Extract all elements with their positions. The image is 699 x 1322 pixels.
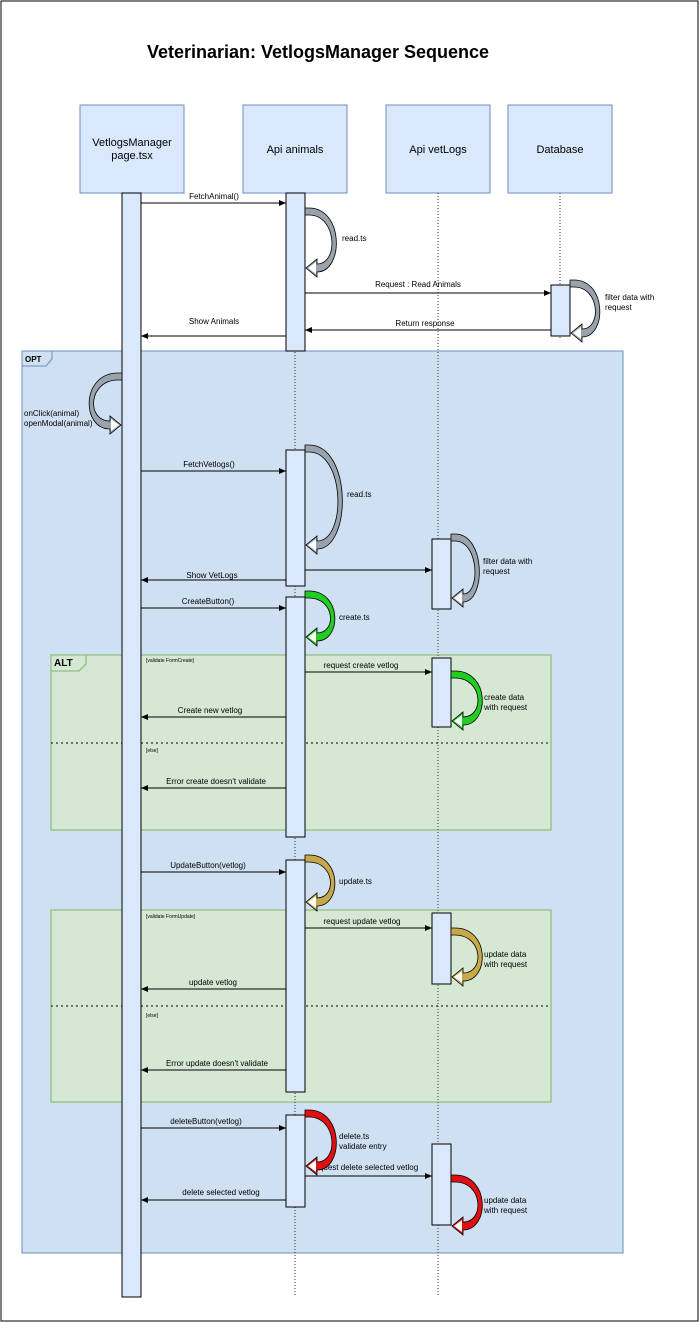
activation-api-animals-4 <box>285 859 306 1093</box>
loop-update-ts-icon <box>304 854 336 912</box>
loop-create-ts-icon <box>304 590 336 647</box>
alt-create-guard2: [else] <box>146 748 159 754</box>
alt-create-label: ALT <box>54 658 73 669</box>
activation-api-animals-2 <box>285 449 306 587</box>
self-call-delete-ts-line1: delete.ts <box>339 1132 369 1141</box>
activation-database <box>550 284 571 337</box>
self-call-create-ts: create.ts <box>339 613 370 622</box>
msg-request-create-vetlog: request create vetlog <box>305 661 432 675</box>
opt-frame-label: OPT <box>25 355 42 364</box>
self-call-update-data-2-line2: with request <box>483 1206 528 1215</box>
msg-request-update-vetlog: request update vetlog <box>305 917 432 931</box>
participant-box <box>79 104 185 194</box>
msg-label: FetchVetlogs() <box>183 460 235 469</box>
participant-label: Database <box>536 144 583 156</box>
self-call-update-data-1-line2: with request <box>483 960 528 969</box>
msg-error-update: Error update doesn't validate <box>141 1059 286 1073</box>
activation-api-animals-1 <box>285 192 306 352</box>
msg-show-animals: Show Animals <box>141 317 286 339</box>
participant-label-line1: VetlogsManager <box>92 137 172 149</box>
msg-delete-button: deleteButton(vetlog) <box>141 1117 286 1131</box>
activation-vetlogsmanager <box>121 192 142 1298</box>
msg-label: UpdateButton(vetlog) <box>170 861 246 870</box>
participant-api-animals: Api animals <box>242 104 348 194</box>
self-call-read-ts-1: read.ts <box>342 234 366 243</box>
activation-api-vetlogs-3 <box>431 912 452 985</box>
activation-api-vetlogs-4 <box>431 1143 452 1226</box>
self-call-filter-vetlogs-line2: request <box>483 567 510 576</box>
loop-update-data-1-icon <box>450 927 483 987</box>
msg-label: Show Animals <box>189 317 239 326</box>
loop-update-data-2-icon <box>450 1174 483 1236</box>
msg-label: Error create doesn't validate <box>166 777 266 786</box>
self-call-filter-db-line1: filter data with <box>605 293 654 302</box>
loop-read-ts-2-icon <box>304 444 343 555</box>
opt-frame-tag <box>21 350 53 367</box>
self-call-read-ts-2: read.ts <box>347 490 371 499</box>
activation-api-vetlogs-1 <box>431 538 452 610</box>
self-call-update-data-1-line1: update data <box>484 950 527 959</box>
msg-label: Show VetLogs <box>186 571 237 580</box>
loop-delete-ts-icon <box>304 1109 337 1176</box>
loop-create-data-icon <box>450 670 483 731</box>
self-call-delete-ts-line2: validate entry <box>339 1142 387 1151</box>
activation-api-animals-3 <box>285 596 306 838</box>
msg-request-read-animals: Request : Read Animals <box>305 280 551 296</box>
activation-api-vetlogs-2 <box>431 657 452 728</box>
diagram-title: Veterinarian: VetlogsManager Sequence <box>147 42 489 62</box>
participant-label-line2: page.tsx <box>111 150 153 162</box>
msg-label: Error update doesn't validate <box>166 1059 269 1068</box>
msg-update-vetlog: update vetlog <box>141 978 286 992</box>
alt-create-guard1: [validate FormCreate] <box>146 658 195 664</box>
participant-label: Api vetLogs <box>409 144 467 156</box>
msg-return-response: Return response <box>305 319 551 333</box>
msg-label: Create new vetlog <box>178 706 242 715</box>
participant-database: Database <box>507 104 613 194</box>
msg-request-delete: request delete selected vetlog <box>305 1163 432 1179</box>
self-call-create-data-line1: create data <box>484 693 525 702</box>
self-call-filter-db-line2: request <box>605 303 632 312</box>
self-call-filter-vetlogs-line1: filter data with <box>483 557 532 566</box>
loop-filter-vetlogs-icon <box>450 533 480 608</box>
msg-fetch-animal: FetchAnimal() <box>141 192 286 206</box>
participant-label: Api animals <box>267 144 324 156</box>
self-call-create-data-line2: with request <box>483 703 528 712</box>
msg-label: FetchAnimal() <box>189 192 239 201</box>
self-call-onclick-line1: onClick(animal) <box>24 409 79 418</box>
participant-box <box>385 104 491 194</box>
msg-label: update vetlog <box>189 978 237 987</box>
self-call-update-ts: update.ts <box>339 877 372 886</box>
msg-update-button: UpdateButton(vetlog) <box>141 861 286 875</box>
alt-create-tag <box>50 654 87 672</box>
msg-label: request create vetlog <box>324 661 399 670</box>
msg-create-button: CreateButton() <box>141 597 286 611</box>
activation-api-animals-5 <box>285 1114 306 1208</box>
alt-update-guard1: [validate FormUpdate] <box>146 914 196 920</box>
msg-delete-selected: delete selected vetlog <box>141 1188 286 1203</box>
msg-label: delete selected vetlog <box>182 1188 259 1197</box>
participant-api-vetlogs: Api vetLogs <box>385 104 491 194</box>
loop-read-ts-1-icon <box>304 207 337 278</box>
msg-label: request delete selected vetlog <box>312 1163 418 1172</box>
msg-label: deleteButton(vetlog) <box>170 1117 242 1126</box>
msg-label: Return response <box>395 319 455 328</box>
msg-show-vetlogs: Show VetLogs <box>141 571 286 583</box>
loop-filter-db-icon <box>569 279 601 343</box>
loop-onclick-icon <box>88 372 123 435</box>
participant-vetlogsmanager: VetlogsManager page.tsx <box>79 104 185 194</box>
alt-update-guard2: [else] <box>146 1013 159 1019</box>
msg-error-create: Error create doesn't validate <box>141 777 286 791</box>
msg-label: request update vetlog <box>324 917 401 926</box>
msg-fetch-vetlogs: FetchVetlogs() <box>141 460 286 474</box>
self-call-onclick-line2: openModal(animal) <box>24 419 93 428</box>
self-call-update-data-2-line1: update data <box>484 1196 527 1205</box>
msg-label: Request : Read Animals <box>375 280 461 289</box>
msg-create-new-vetlog: Create new vetlog <box>141 706 286 720</box>
msg-label: CreateButton() <box>182 597 235 606</box>
